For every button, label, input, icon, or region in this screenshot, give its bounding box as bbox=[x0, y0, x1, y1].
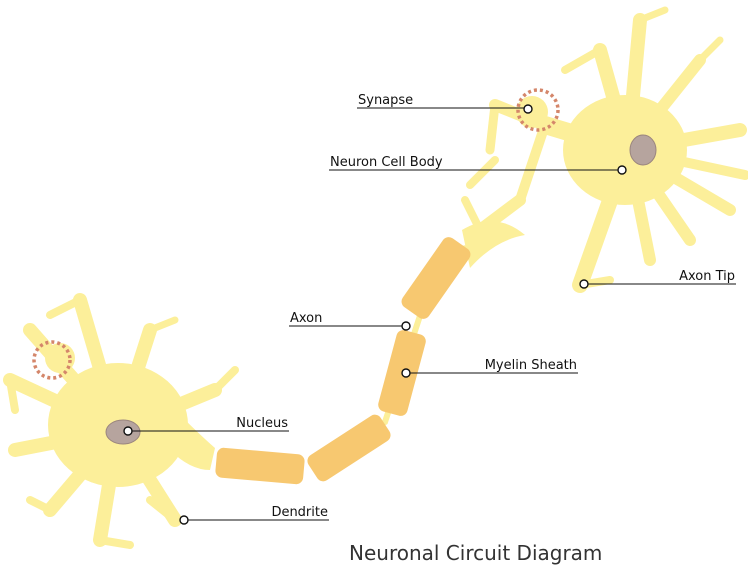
label-axon-tip: Axon Tip bbox=[679, 269, 735, 284]
label-dendrite: Dendrite bbox=[271, 505, 328, 520]
label-synapse: Synapse bbox=[358, 93, 413, 108]
label-neuron-cell-body: Neuron Cell Body bbox=[330, 155, 443, 170]
myelin-segment-1 bbox=[399, 234, 473, 321]
upper-nucleus bbox=[630, 135, 656, 165]
axon bbox=[215, 234, 473, 484]
lower-nucleus bbox=[106, 420, 140, 444]
label-myelin-sheath: Myelin Sheath bbox=[485, 358, 577, 373]
myelin-segment-3 bbox=[305, 412, 393, 484]
upper-neuron bbox=[462, 10, 745, 285]
callout-dendrite: Dendrite bbox=[180, 505, 329, 524]
callout-axon: Axon bbox=[289, 311, 410, 330]
myelin-segment-4 bbox=[215, 447, 305, 485]
lower-neuron bbox=[10, 300, 235, 545]
callout-myelin-sheath: Myelin Sheath bbox=[402, 358, 578, 377]
label-nucleus: Nucleus bbox=[236, 416, 288, 431]
diagram-title: Neuronal Circuit Diagram bbox=[349, 541, 602, 565]
label-axon: Axon bbox=[290, 311, 322, 326]
